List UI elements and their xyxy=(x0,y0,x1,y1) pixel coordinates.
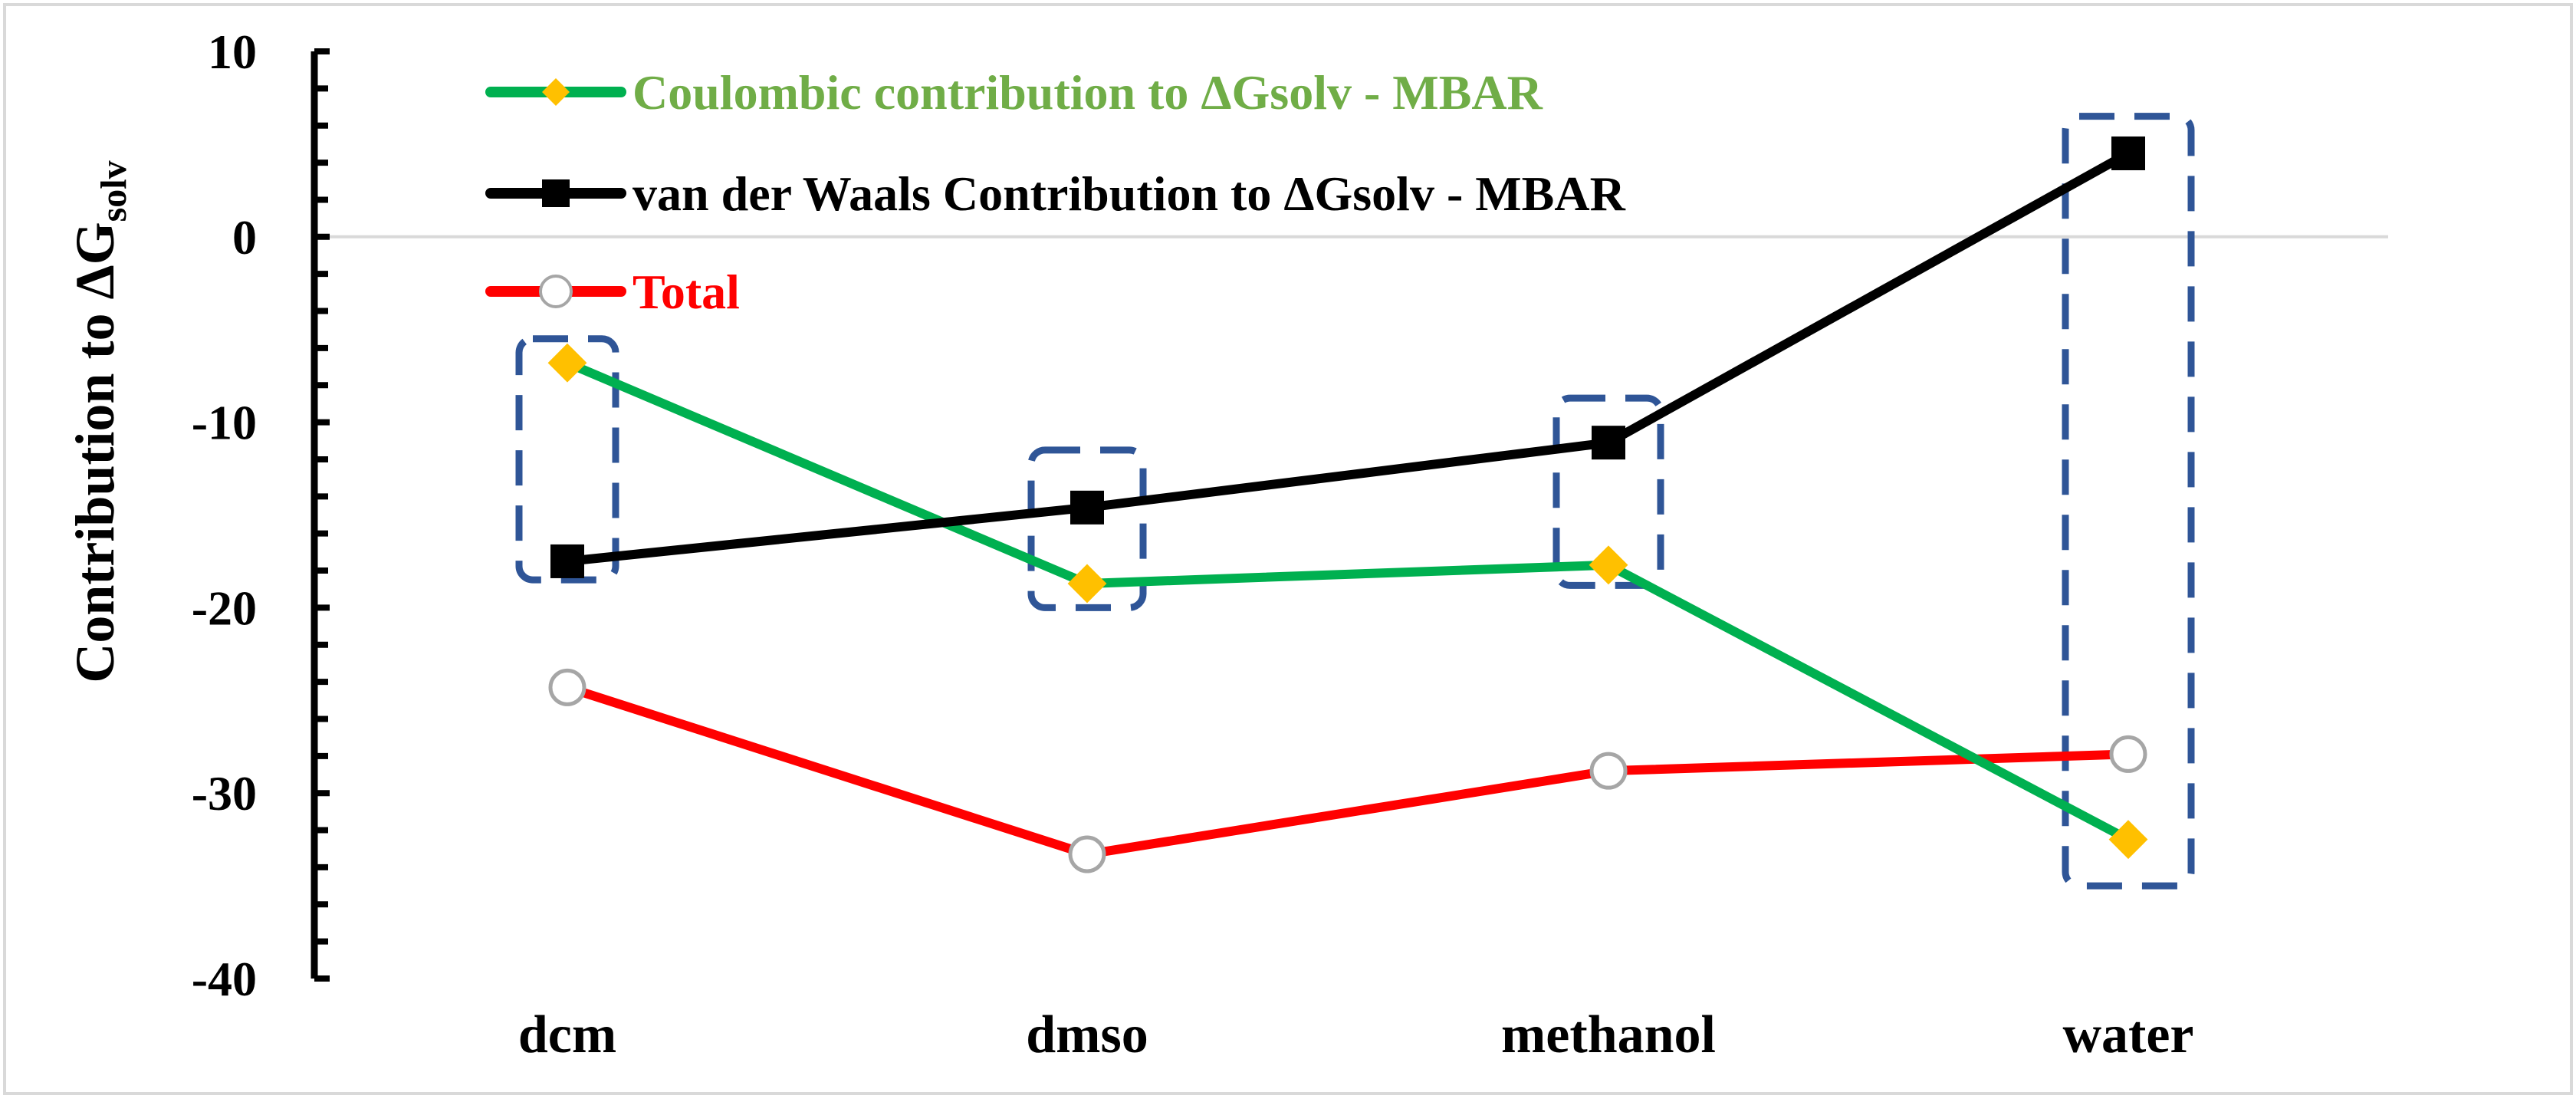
legend-label-2: Total xyxy=(632,265,740,319)
series-line-1 xyxy=(567,149,2131,566)
data-point-dmso-coulombic xyxy=(1067,564,1107,604)
y-tick-label: -40 xyxy=(192,952,257,1006)
legend-marker-2 xyxy=(539,275,573,308)
data-point-dmso-vdw xyxy=(1070,490,1104,525)
y-tick-label: 0 xyxy=(232,210,257,265)
x-tick-label-dmso: dmso xyxy=(1026,1005,1148,1064)
legend-marker-0 xyxy=(542,78,570,106)
highlight-box-dmso xyxy=(1027,446,1147,611)
data-point-water-total xyxy=(2109,735,2147,773)
data-point-methanol-total xyxy=(1589,752,1628,790)
data-point-dcm-total xyxy=(548,668,586,706)
legend-label-1: van der Waals Contribution to ΔGsolv - M… xyxy=(632,166,1626,221)
data-point-methanol-vdw xyxy=(1592,426,1625,460)
x-tick-label-methanol: methanol xyxy=(1501,1005,1716,1064)
data-point-dmso-total xyxy=(1068,835,1106,873)
y-axis: 10 0 -10 -20 -30 -40 xyxy=(192,25,330,1006)
y-axis-title-main: Contribution to ΔG xyxy=(64,222,126,683)
y-tick-label: -10 xyxy=(192,396,257,450)
series-line-0 xyxy=(565,358,2131,844)
legend: Coulombic contribution to ΔGsolv - MBAR v… xyxy=(485,65,1626,319)
data-point-dcm-coulombic xyxy=(547,343,587,383)
data-point-water-vdw xyxy=(2111,136,2145,170)
highlight-box-methanol xyxy=(1552,394,1664,589)
x-tick-label-dcm: dcm xyxy=(518,1005,616,1064)
y-axis-title-subscript: solv xyxy=(94,160,134,222)
x-axis-labels: dcm dmso methanol water xyxy=(518,1005,2194,1064)
legend-label-0: Coulombic contribution to ΔGsolv - MBAR xyxy=(632,65,1543,120)
data-point-water-coulombic xyxy=(2108,820,2148,860)
highlight-box-dcm xyxy=(515,335,619,584)
highlight-boxes xyxy=(515,113,2195,890)
x-tick-label-water: water xyxy=(2062,1005,2193,1064)
y-tick-label: -30 xyxy=(192,766,257,821)
series-lines xyxy=(547,136,2148,873)
legend-marker-1 xyxy=(542,179,570,207)
data-point-dcm-vdw xyxy=(550,544,584,578)
chart-border xyxy=(3,3,2573,1095)
y-axis-title: Contribution to ΔGsolv xyxy=(64,160,134,683)
y-tick-label: -20 xyxy=(192,581,257,635)
data-point-methanol-coulombic xyxy=(1589,545,1628,585)
y-tick-label: 10 xyxy=(208,25,257,79)
series-line-2 xyxy=(566,683,2129,859)
